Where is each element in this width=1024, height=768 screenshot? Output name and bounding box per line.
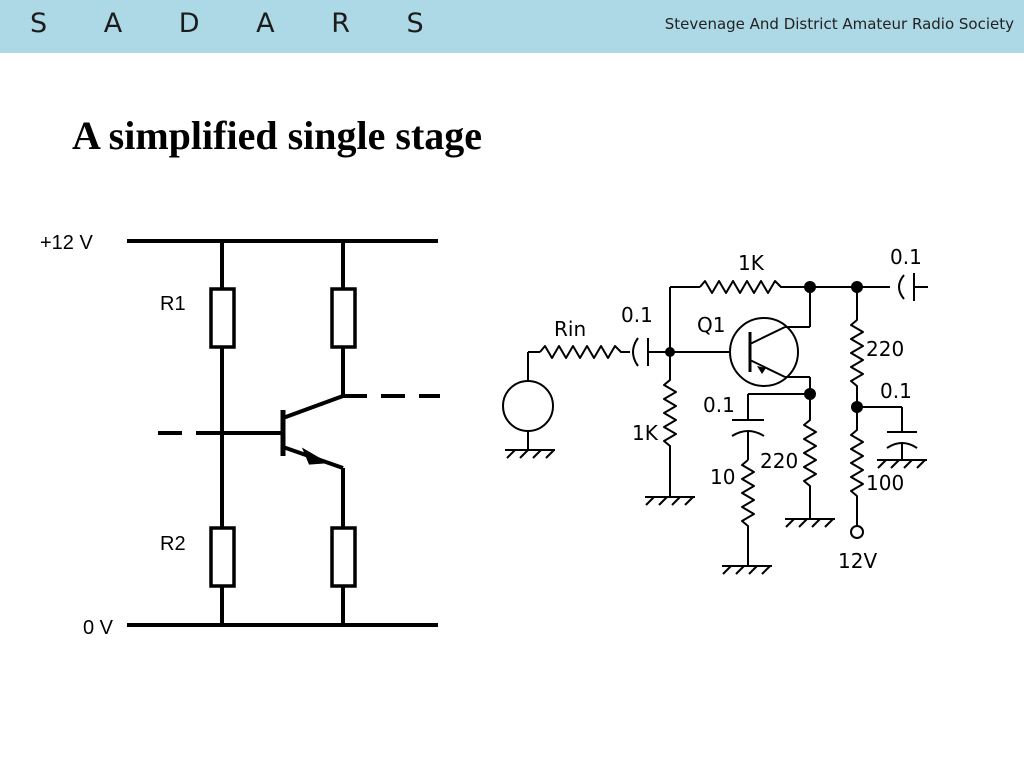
- label-q1: Q1: [697, 313, 725, 337]
- decoupling-capacitor: [886, 442, 918, 449]
- label-r-emitter-220: 220: [760, 449, 798, 473]
- emitter-resistor-220: [803, 394, 817, 519]
- label-r-supply: 100: [866, 471, 904, 495]
- society-name: Stevenage And District Amateur Radio Soc…: [664, 15, 1014, 33]
- label-r-collector: 220: [866, 337, 904, 361]
- feedback-resistor: [699, 280, 810, 294]
- supply-resistor-100: [850, 407, 864, 526]
- header-bar: S A D A R S Stevenage And District Amate…: [0, 0, 1024, 53]
- emitter-resistor-10: [741, 459, 755, 566]
- collector-lead: [282, 394, 344, 420]
- rin-resistor: [539, 345, 630, 359]
- label-c-emitter: 0.1: [703, 393, 735, 417]
- bias-resistor: [663, 352, 677, 497]
- label-c-input: 0.1: [621, 303, 653, 327]
- r1-label: R1: [160, 293, 186, 315]
- input-capacitor: [632, 337, 639, 367]
- supply-terminal: [850, 525, 864, 539]
- output-capacitor: [898, 274, 905, 300]
- label-r-feedback: 1K: [738, 251, 765, 275]
- slide-title: A simplified single stage: [72, 113, 483, 158]
- label-c-decouple: 0.1: [880, 379, 912, 403]
- transistor-q1: [729, 317, 799, 387]
- emitter-capacitor: [731, 430, 765, 437]
- label-rin: Rin: [554, 317, 586, 341]
- brand-logo-text: S A D A R S: [30, 8, 448, 39]
- r2-label: R2: [160, 533, 186, 555]
- ground-label: 0 V: [83, 617, 114, 639]
- signal-source: [502, 380, 554, 432]
- emitter-arrow: [301, 447, 329, 465]
- label-c-output: 0.1: [890, 245, 922, 269]
- supply-label: +12 V: [40, 232, 93, 254]
- collector-resistor-220: [850, 287, 864, 407]
- label-supply-voltage: 12V: [838, 549, 877, 573]
- label-r-bias: 1K: [632, 421, 659, 445]
- label-r-emitter-10: 10: [710, 465, 735, 489]
